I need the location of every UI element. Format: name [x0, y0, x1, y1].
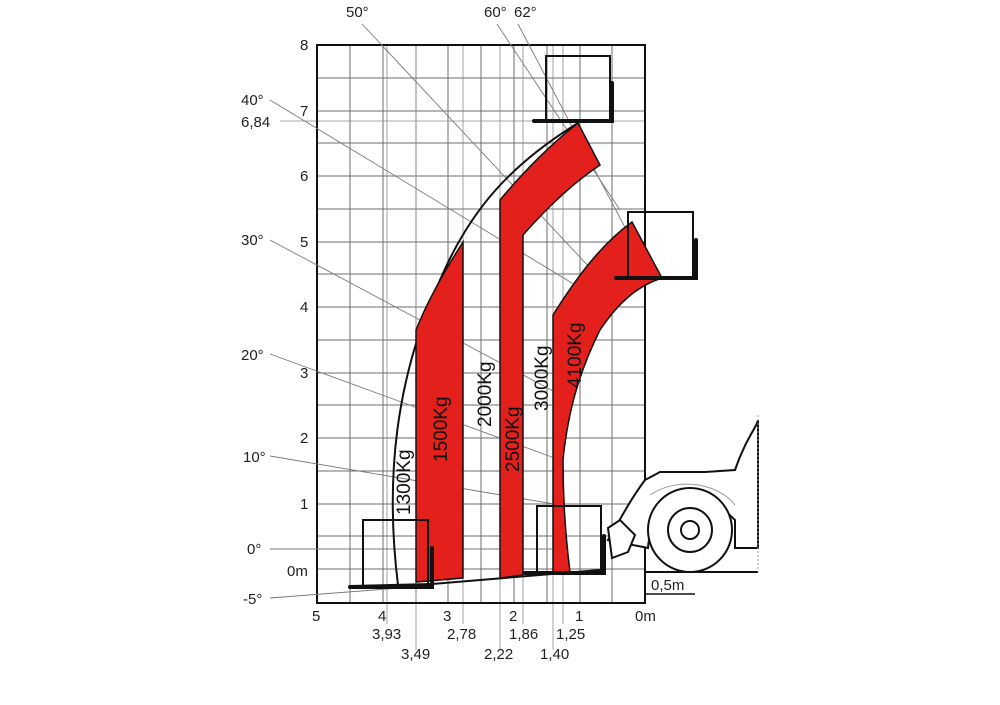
reach-3-49: 3,49: [401, 646, 430, 663]
angle-40: 40°: [241, 92, 264, 109]
scale-bar-label: 0,5m: [651, 577, 684, 594]
y-tick-6: 6: [300, 168, 308, 185]
angle-62: 62°: [514, 4, 537, 21]
x-tick-3: 3: [443, 608, 451, 625]
zone-label-3000kg: 3000Kg: [532, 345, 553, 411]
x-tick-0m: 0m: [635, 608, 656, 625]
x-tick-1: 1: [575, 608, 583, 625]
zone-labels: 1300Kg 1500Kg 2000Kg 2500Kg 3000Kg 4100K…: [394, 322, 586, 515]
loads: [348, 55, 698, 589]
zone-label-2000kg: 2000Kg: [475, 361, 496, 427]
angle-30: 30°: [241, 232, 264, 249]
zone-4100kg: [552, 220, 664, 573]
angle-0: 0°: [247, 541, 261, 558]
zone-2500kg: [499, 121, 601, 579]
x-axis-labels: 5 4 3 2 1 0m 3,93 3,49 2,78 2,22 1,86 1,…: [312, 608, 656, 663]
reach-2-22: 2,22: [484, 646, 513, 663]
y-tick-3: 3: [300, 365, 308, 382]
angle-20: 20°: [241, 347, 264, 364]
y-axis-labels: 8 7 6 5 4 3 2 1 0m 6,84: [241, 37, 308, 580]
reach-1-86: 1,86: [509, 626, 538, 643]
reach-1-40: 1,40: [540, 646, 569, 663]
telehandler-vehicle: 0,5m: [606, 415, 759, 603]
max-height-label: 6,84: [241, 114, 270, 131]
reach-2-78: 2,78: [447, 626, 476, 643]
angle-labels: 50° 60° 62° 40° 30° 20° 10° 0° -5°: [241, 4, 537, 608]
zone-1500kg: [415, 239, 464, 583]
angle-50: 50°: [346, 4, 369, 21]
y-tick-7: 7: [300, 103, 308, 120]
y-tick-2: 2: [300, 430, 308, 447]
angle-60: 60°: [484, 4, 507, 21]
x-tick-5: 5: [312, 608, 320, 625]
y-tick-0m: 0m: [287, 563, 308, 580]
x-tick-2: 2: [509, 608, 517, 625]
y-tick-5: 5: [300, 234, 308, 251]
angle-10: 10°: [243, 449, 266, 466]
zone-label-2500kg: 2500Kg: [503, 406, 524, 472]
y-tick-4: 4: [300, 299, 308, 316]
reach-1-25: 1,25: [556, 626, 585, 643]
zone-label-1500kg: 1500Kg: [431, 396, 452, 462]
x-tick-4: 4: [378, 608, 386, 625]
load-zones: [391, 121, 664, 586]
angle-minus-5: -5°: [243, 591, 262, 608]
y-tick-1: 1: [300, 496, 308, 513]
reach-3-93: 3,93: [372, 626, 401, 643]
zone-label-4100kg: 4100Kg: [565, 322, 586, 388]
zone-label-1300kg: 1300Kg: [394, 449, 415, 515]
y-tick-8: 8: [300, 37, 308, 54]
